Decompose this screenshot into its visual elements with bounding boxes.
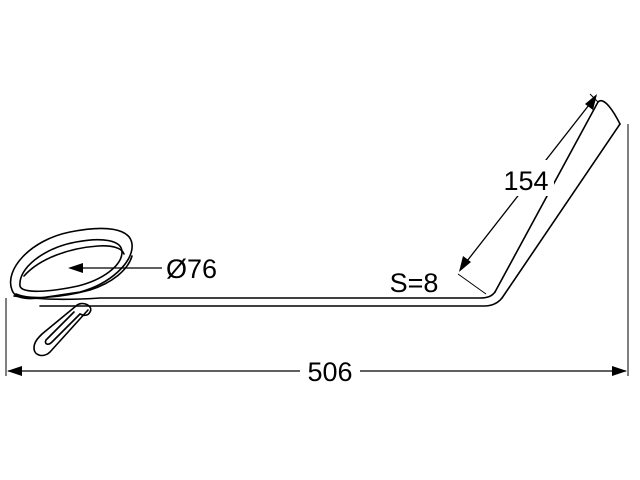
spring-tine-outline [9,99,621,357]
horizontal-bar-lower [39,297,503,307]
horizontal-bar [13,291,496,301]
extension-lines [5,93,629,376]
mounting-tail-slot [44,311,81,345]
arrowhead-length-right [612,366,627,376]
arrowhead-arm-bottom [459,256,471,272]
arm-length-label: 154 [503,166,548,196]
arrowhead-diameter [68,263,83,273]
thickness-label: S=8 [390,268,439,298]
coil-turn-inner [23,245,125,277]
arrowhead-arm-top [585,94,597,110]
mounting-tail [33,305,89,357]
tail-end-cap [75,302,92,317]
extension-line-arm-bottom [457,273,487,295]
diameter-label: Ø76 [166,254,217,284]
dimension-diameter: Ø76 [68,254,217,284]
arm-label-background [498,160,554,196]
bent-arm-bottom [501,123,621,299]
bent-arm-top [494,99,621,293]
arrowhead-length-left [7,366,22,376]
dimension-arm: 154 [459,94,597,272]
dimension-length: 506 [7,357,627,387]
length-label: 506 [307,357,352,387]
